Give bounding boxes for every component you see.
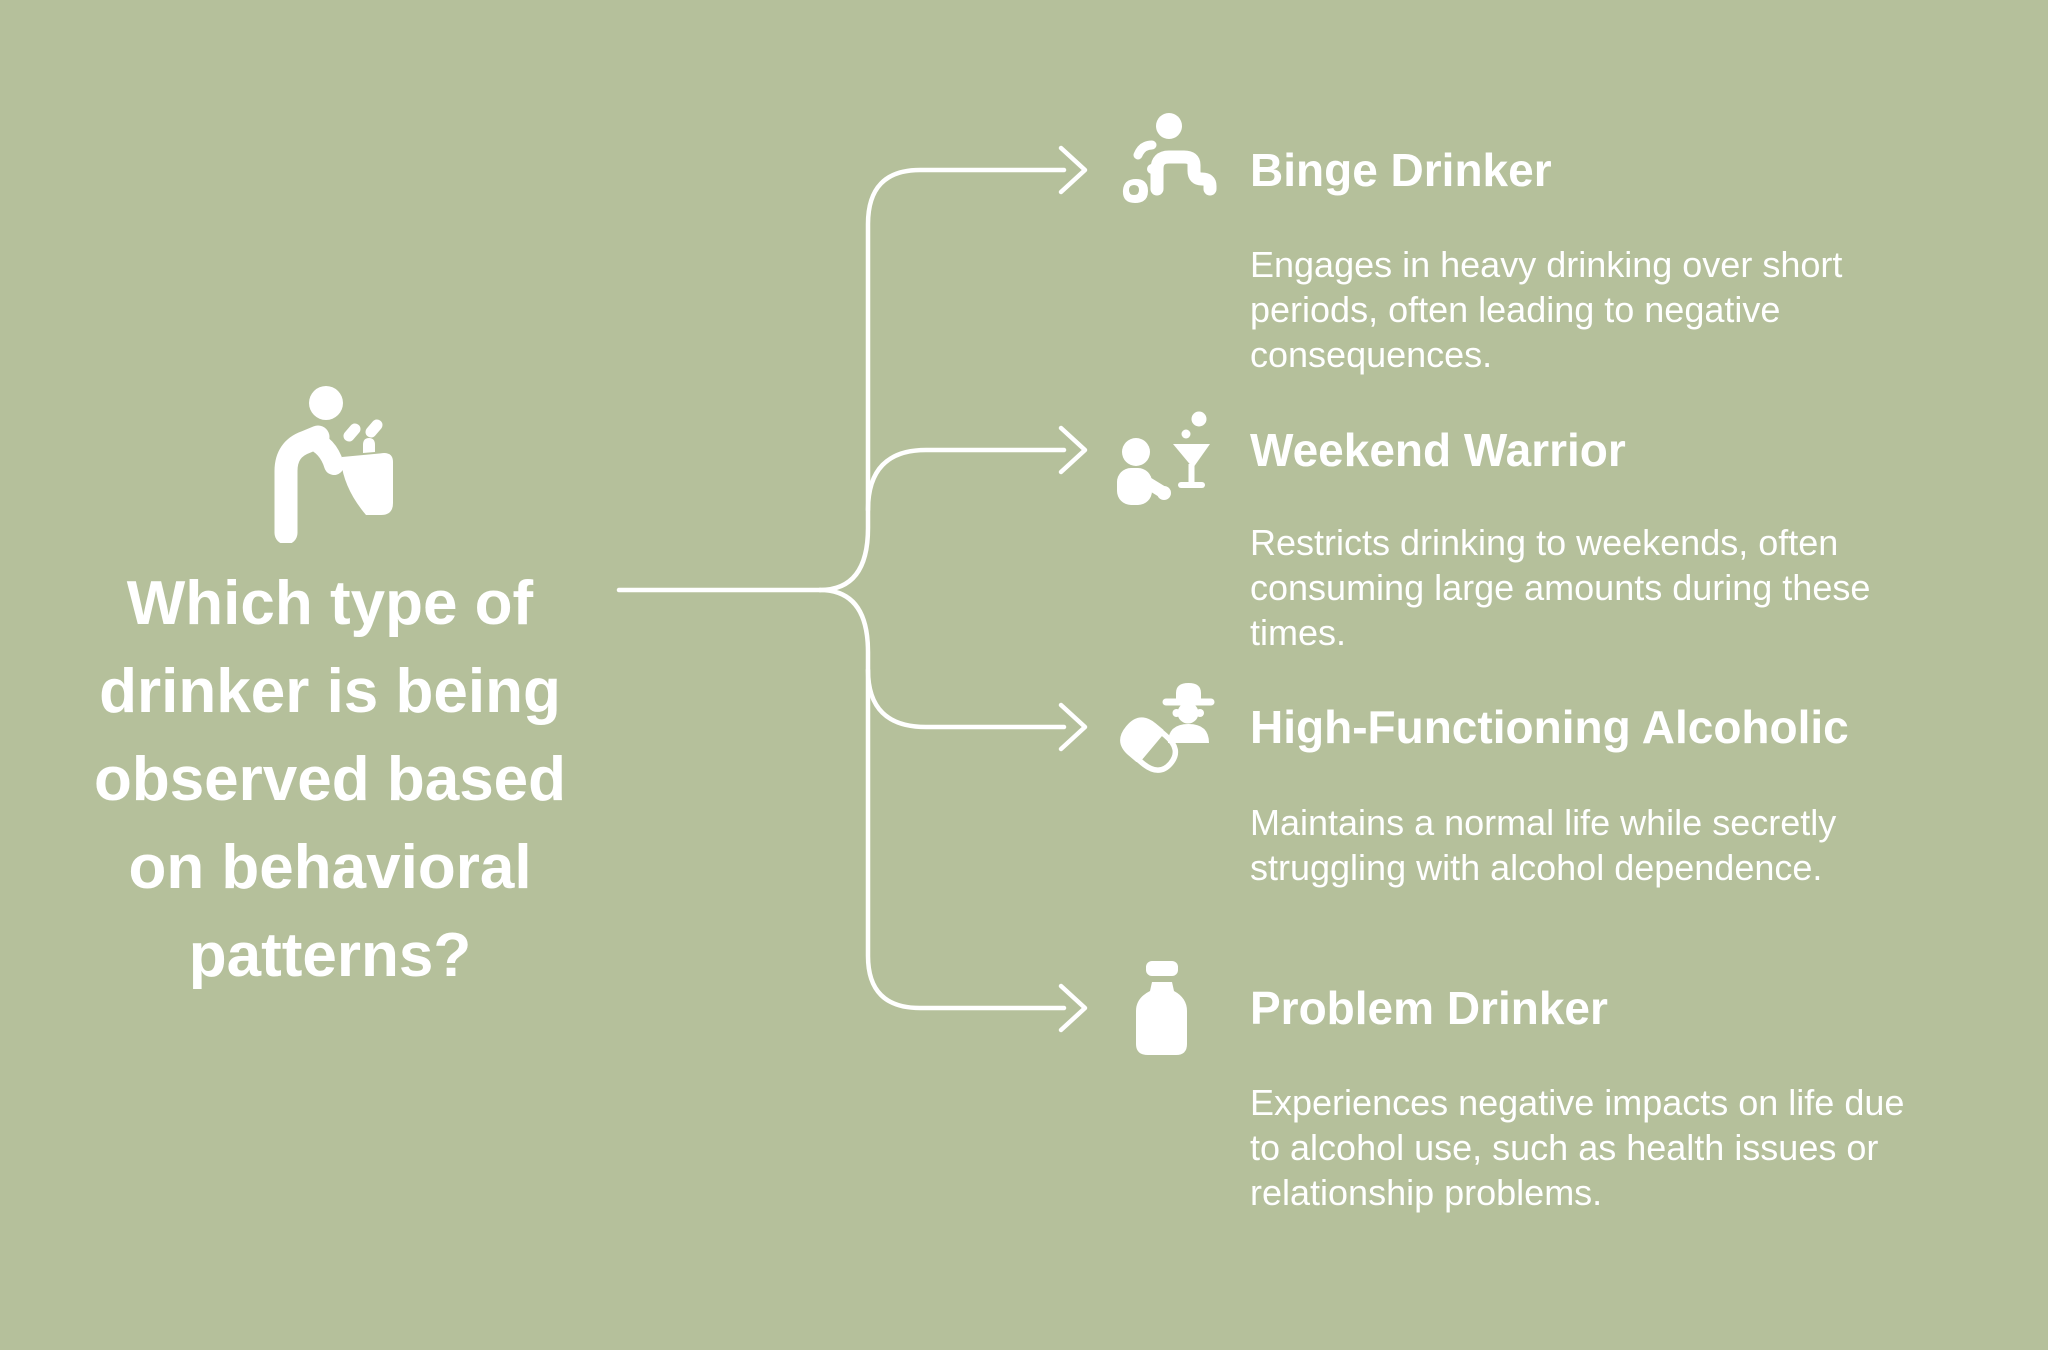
branch-title-weekend-warrior: Weekend Warrior <box>1250 424 1626 476</box>
branch-title-high-functioning-alcoholic: High-Functioning Alcoholic <box>1250 701 1849 753</box>
branch1-arrowhead <box>1058 145 1088 195</box>
bottle-icon <box>1136 961 1187 1055</box>
branch1-link <box>817 167 1067 593</box>
crawling-drunk-person-icon <box>1122 113 1217 203</box>
branch-title-problem-drinker: Problem Drinker <box>1250 982 1608 1034</box>
branch-description-weekend-warrior: Restricts drinking to weekends, often co… <box>1250 522 1871 653</box>
branch-description-binge-drinker: Engages in heavy drinking over short per… <box>1250 244 1843 375</box>
branch-description-high-functioning-alcoholic: Maintains a normal life while secretly s… <box>1250 802 1837 888</box>
branch3-arrowhead <box>1058 702 1088 752</box>
branch4-link <box>817 587 1067 1011</box>
branch2-link <box>865 447 1067 513</box>
drinking-fountain-person-icon <box>274 386 393 543</box>
branch4-arrowhead <box>1058 983 1088 1033</box>
question-text: Which type of drinker is being observed … <box>93 569 567 990</box>
pill-and-hatted-person-icon <box>1120 683 1215 773</box>
branch3-link <box>865 667 1067 730</box>
branch-description-problem-drinker: Experiences negative impacts on life due… <box>1250 1082 1905 1213</box>
person-with-cocktail-icon <box>1117 411 1210 505</box>
branch-title-binge-drinker: Binge Drinker <box>1250 144 1552 196</box>
branch2-arrowhead <box>1058 425 1088 475</box>
